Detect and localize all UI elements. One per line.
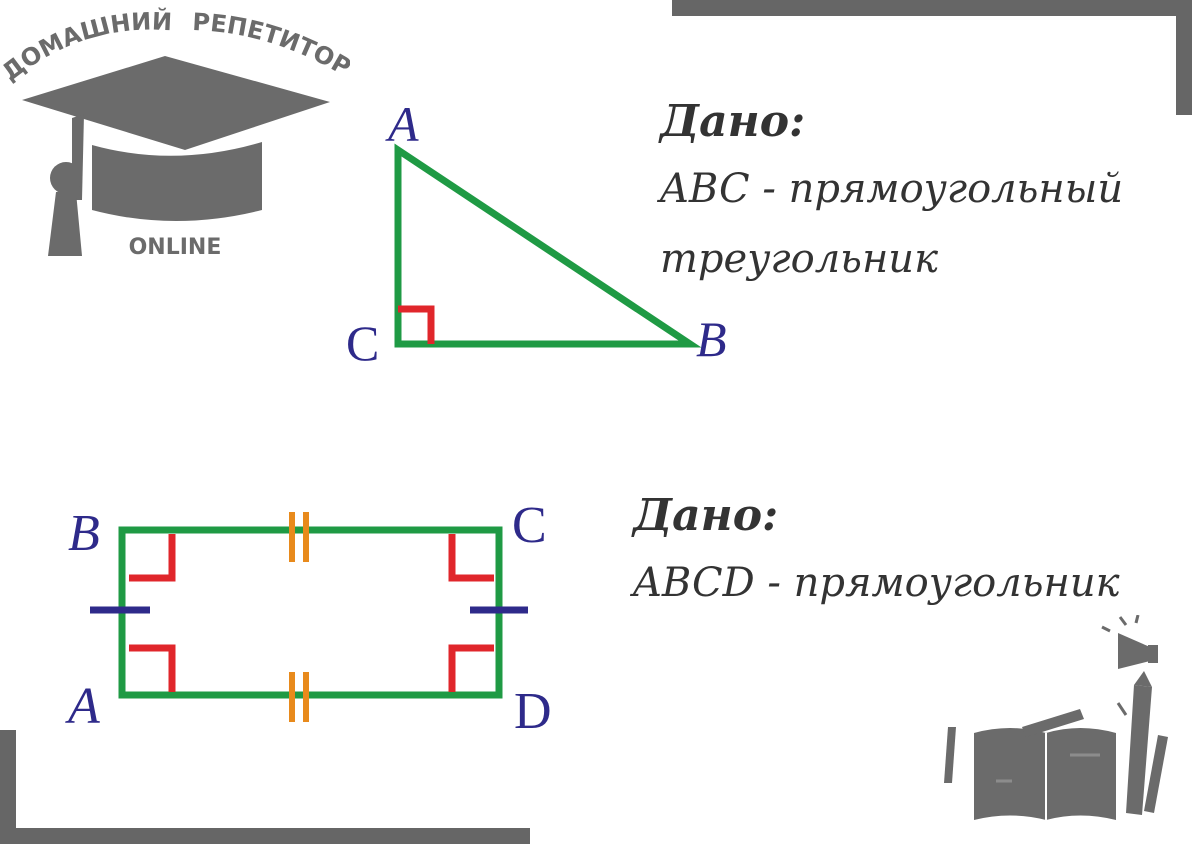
- right-angle-mark-d: [448, 644, 494, 692]
- ruler-icon: [1022, 709, 1084, 737]
- frame-corner-bottom-left: [0, 730, 530, 846]
- right-angle-mark-b: [129, 534, 176, 582]
- frame-corner-top-right: [672, 0, 1200, 115]
- open-book-icon: [974, 728, 1116, 820]
- logo-text-line3: ONLINE: [129, 235, 222, 260]
- equal-tick-marks-ad: [289, 672, 309, 722]
- rectangle-diagram: B C A D: [65, 497, 552, 740]
- megaphone-icon: [1101, 614, 1158, 669]
- vertex-label-c: C: [512, 497, 547, 554]
- right-triangle-diagram: A C B: [346, 96, 727, 371]
- paperclip-icon: [1116, 702, 1128, 716]
- vertex-label-b: B: [696, 311, 727, 367]
- vertex-label-a: A: [65, 678, 100, 735]
- pencil-icon: [1126, 671, 1152, 815]
- vertex-label-c: C: [346, 315, 379, 371]
- given-line-rectangle-1: ABCD - прямоугольник: [633, 560, 1120, 606]
- school-supplies-illustration: [930, 614, 1180, 830]
- right-angle-mark-a: [129, 644, 176, 692]
- right-angle-mark-c: [398, 305, 435, 344]
- pen-icon: [944, 727, 1168, 813]
- vertex-label-a: A: [385, 96, 419, 152]
- given-title-rectangle: Дано:: [633, 490, 779, 541]
- given-title-triangle: Дано:: [660, 96, 806, 147]
- vertex-label-d: D: [514, 683, 552, 740]
- rectangle-abcd: [118, 526, 503, 699]
- triangle-abc: [394, 143, 702, 348]
- given-line-triangle-1: ABC - прямоугольный: [660, 166, 1124, 212]
- given-line-triangle-2: треугольник: [660, 236, 938, 282]
- right-angle-mark-c: [448, 534, 494, 582]
- logo: ДОМАШНИЙ РЕПЕТИТОР ONLINE: [0, 0, 356, 270]
- equal-tick-marks-bc: [289, 512, 309, 562]
- graduation-cap-icon: [22, 56, 330, 256]
- vertex-label-b: B: [68, 505, 100, 562]
